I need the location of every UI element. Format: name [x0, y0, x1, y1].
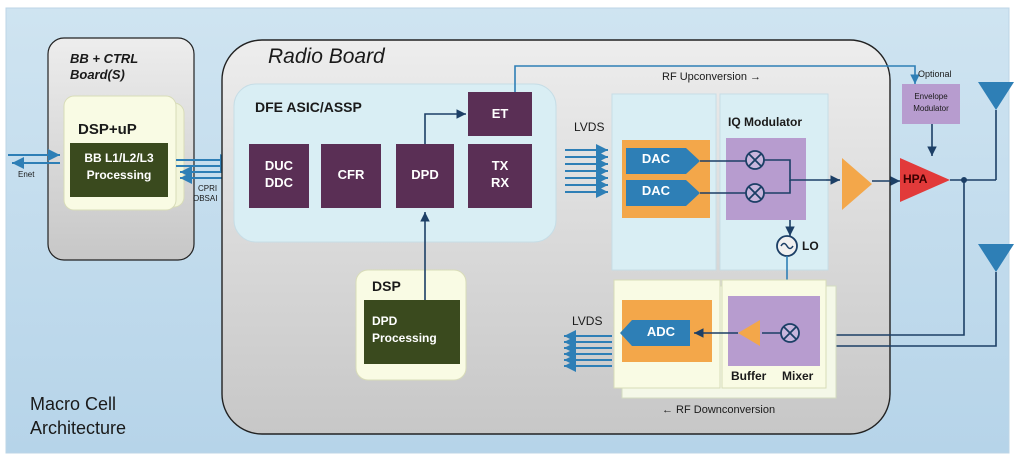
hpa-label: HPA	[903, 172, 928, 186]
optional-label: Optional	[918, 69, 952, 79]
dac1-shape	[626, 148, 700, 174]
lvds-bottom-label: LVDS	[572, 314, 603, 328]
bb-ctrl-title-line2: Board(S)	[70, 67, 125, 82]
duc-label: DUC	[264, 158, 294, 173]
tx-antenna	[978, 82, 1014, 110]
adc-label: ADC	[646, 324, 676, 339]
bb-processing-block	[70, 143, 168, 197]
envelope-line2: Modulator	[913, 104, 949, 113]
enet-label: Enet	[18, 170, 35, 179]
et-label: ET	[491, 106, 509, 121]
dac1-label: DAC	[641, 151, 671, 166]
mixer-label: Mixer	[782, 369, 814, 383]
lo-label: LO	[802, 239, 819, 253]
macro-cell-line2: Architecture	[30, 418, 127, 438]
hpa-triangle	[900, 158, 950, 202]
cpri-label: CPRI	[198, 184, 218, 193]
cfr-label: CFR	[337, 167, 365, 182]
dac2-label: DAC	[641, 183, 671, 198]
rf-up-label: RF Upconversion →	[662, 71, 762, 83]
dpd-label: DPD	[411, 167, 439, 182]
dac2-shape	[626, 180, 700, 206]
dpd-block	[396, 144, 454, 208]
lvds-rx-arrows	[564, 330, 612, 372]
dfe-title: DFE ASIC/ASSP	[255, 99, 362, 115]
et-block	[468, 92, 532, 136]
dsp-up-label: DSP+uP	[78, 121, 137, 138]
obsai-label: OBSAI	[193, 194, 218, 203]
dsp-dpd-line2: Processing	[372, 331, 437, 345]
macro-cell-line1: Macro Cell	[30, 394, 117, 414]
envelope-modulator-block	[902, 84, 960, 124]
envelope-line1: Envelope	[914, 92, 948, 101]
iq-modulator-label: IQ Modulator	[728, 115, 802, 129]
duc-ddc-block	[249, 144, 309, 208]
tx-label: TX	[491, 158, 509, 173]
cfr-block	[321, 144, 381, 208]
lvds-tx-arrows	[565, 144, 608, 198]
pa-driver-triangle	[842, 158, 872, 210]
iq-modulator-block	[726, 138, 806, 220]
dsp-title: DSP	[372, 278, 401, 294]
bb-processing-line2: Processing	[86, 168, 152, 182]
adc-shape	[620, 320, 690, 346]
bb-ctrl-title-line1: BB + CTRL	[70, 51, 139, 66]
radio-board-title: Radio Board	[268, 45, 385, 68]
rx-label: RX	[490, 175, 510, 190]
dpd-processing-block	[364, 300, 460, 364]
rf-down-label: ← RF Downconversion	[662, 404, 776, 416]
buffer-triangle	[738, 320, 760, 346]
rx-antenna	[978, 244, 1014, 272]
bb-processing-line1: BB L1/L2/L3	[84, 151, 154, 165]
ddc-label: DDC	[264, 175, 294, 190]
dsp-dpd-line1: DPD	[372, 314, 398, 328]
lvds-top-label: LVDS	[574, 120, 605, 134]
tx-rx-block	[468, 144, 532, 208]
buffer-label: Buffer	[731, 369, 767, 383]
